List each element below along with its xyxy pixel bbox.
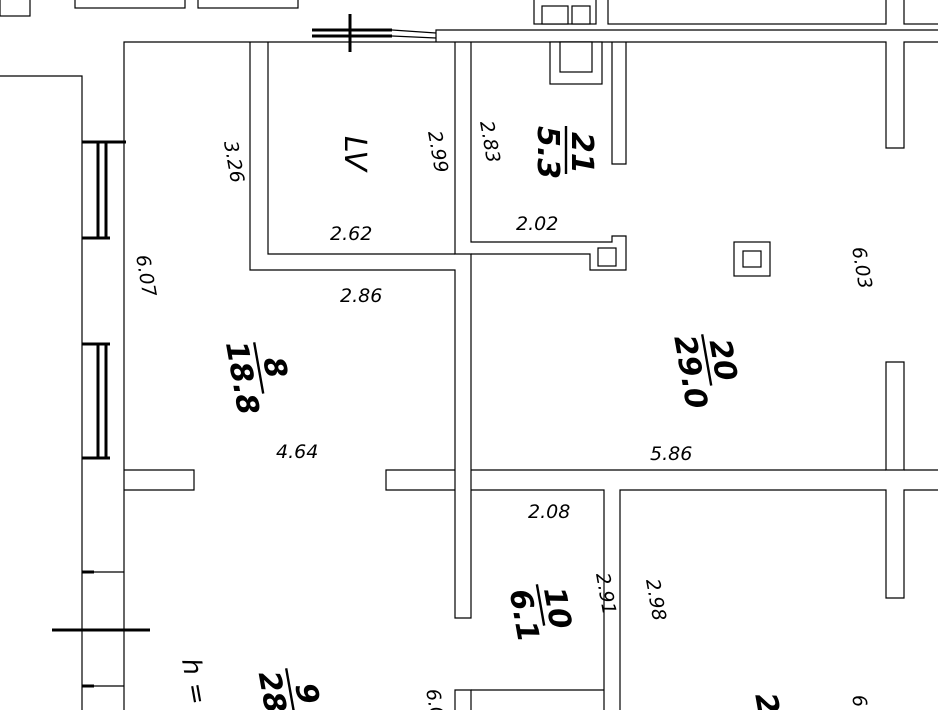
chimney-20 <box>733 241 771 277</box>
dim-cut-left: 6.0 <box>421 687 448 710</box>
outer-top-wall <box>0 29 938 710</box>
height-note: h = <box>175 656 213 707</box>
dim-cut-right: 6 <box>847 693 871 709</box>
room-lv-label: LV <box>337 136 372 174</box>
dim-6-07: 6.07 <box>131 253 160 298</box>
room-8-label: 8 18.8 <box>218 339 293 418</box>
dim-2-91: 2.91 <box>591 571 620 616</box>
lv-room-walls <box>249 42 627 619</box>
right-walls <box>471 361 938 710</box>
dim-4-64: 4.64 <box>276 441 318 463</box>
room-partial-number: 2 <box>747 690 785 710</box>
left-windows <box>52 140 150 688</box>
lower-walls <box>454 689 604 710</box>
dim-3-26: 3.26 <box>219 139 248 184</box>
dim-2-99: 2.99 <box>423 129 452 174</box>
dim-2-98: 2.98 <box>641 577 670 622</box>
room-8-area: 18.8 <box>218 339 265 418</box>
room-21-number: 21 <box>564 132 599 174</box>
room-21-area: 5.3 <box>530 126 565 179</box>
dim-5-86: 5.86 <box>650 443 692 465</box>
top-edge-walls <box>0 0 938 25</box>
room-21-label: 21 5.3 <box>530 126 599 179</box>
chimney-21 <box>549 41 627 165</box>
dim-2-62: 2.62 <box>330 223 372 245</box>
entrance-door <box>312 14 437 52</box>
room-partial-label: 2 <box>747 690 785 710</box>
room-9-label: 9 28. <box>251 668 325 710</box>
room-labels: LV 21 5.3 8 18.8 20 29.0 10 6.1 9 28. <box>175 126 785 710</box>
dim-2-83: 2.83 <box>475 119 504 164</box>
middle-wall <box>124 469 455 491</box>
dim-2-02: 2.02 <box>516 213 558 235</box>
room-10-label: 10 6.1 <box>502 584 578 645</box>
room-20-label: 20 29.0 <box>666 333 743 412</box>
dim-2-86: 2.86 <box>340 285 382 307</box>
dim-6-03: 6.03 <box>847 245 876 290</box>
dim-2-08: 2.08 <box>528 501 570 523</box>
room-9-area: 28. <box>251 669 295 710</box>
